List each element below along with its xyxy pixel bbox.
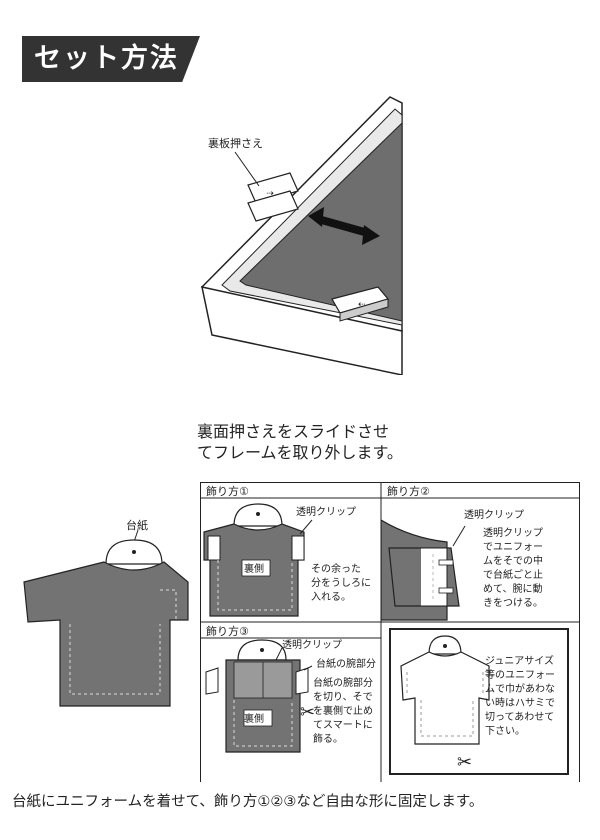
method3-note-1: 台紙の腕部分 [313,678,373,689]
method3-arm-label: 台紙の腕部分 [316,659,376,670]
method3-back-label: 裏側 [244,714,264,725]
method3-back-box [243,709,273,727]
method2-clip-2 [438,587,454,594]
method3-note-3: を裏側で止め [313,706,373,717]
scissors-icon: ✂ [300,702,315,723]
junior-note-4: い時はハサミで [485,698,555,709]
method2-note-5: めて、腕に動 [483,584,543,595]
title-badge [22,36,200,82]
method1-illustration [203,503,313,617]
method2-note-4: で台紙ごと止 [483,570,543,581]
method3-clip-label: 透明クリップ [282,640,342,651]
method2-note-6: きをつける。 [483,598,543,609]
method3-note-2: を切り、そで [313,692,373,703]
method2-clip-label: 透明クリップ [464,510,524,521]
junior-note-6: 下さい。 [485,726,525,737]
junior-size-box [389,628,569,775]
instruction-line-1: 裏面押さえをスライドさせ [197,422,390,441]
board-arm-dashed [160,589,177,620]
back-clip-label: 裏板押さえ [208,137,263,150]
junior-board-illustration: ✂ [400,635,490,772]
junior-board-body [400,651,490,745]
junior-scissors-icon: ✂ [457,752,472,772]
method3-title: 飾り方③ [206,625,249,638]
method3-note-5: 飾る。 [313,734,343,745]
board-label: 台紙 [126,519,148,532]
back-clip-upper-base [247,190,299,222]
slide-arrow-icon [308,207,380,245]
page-title: セット方法 [34,43,179,74]
method2-title: 飾り方② [387,485,430,498]
method2-note-2: でユニフォー [483,542,543,553]
back-clip-lower-base [339,298,389,322]
uniform-shirt [23,561,189,707]
instruction-line-2: てフレームを取り外します。 [197,443,403,462]
method1-title: 飾り方① [206,485,249,498]
method1-note-3: 入れる。 [311,592,351,603]
method3-note-4: てスマートに [313,720,373,731]
junior-note-1: ジュニアサイズ [485,656,554,667]
method3-illustration: ✂ [205,639,315,753]
method2-illustration [381,519,466,621]
method1-note-2: 分をうしろに [311,578,371,589]
arrow-left-icon: ⇠ [358,300,366,310]
method1-clip-label: 透明クリップ [296,507,356,518]
method1-clip-left [207,535,221,561]
back-clip-leader-line [234,151,260,187]
method3-cut-arm-right [295,667,309,695]
method2-clip-1 [438,559,454,566]
method1-note-1: その余った [311,564,361,575]
method2-note-1: 透明クリップ [483,528,543,539]
method1-clip-right [291,535,305,561]
method1-back-box [241,559,271,577]
method3-cut-arm-left [205,667,219,695]
junior-note-3: ムで巾があわな [485,684,555,695]
back-clip-upper [247,172,299,204]
method2-board-arm [421,547,448,607]
method2-note-3: ムをそでの中 [483,556,543,567]
board-uniform-illustration [23,529,189,707]
frame-edge [201,286,403,375]
method1-back-label: 裏側 [244,564,264,575]
junior-note-2: 等のユニフォー [485,670,555,681]
board-dashed-outline [69,624,161,695]
junior-note-5: 切ってあわせて [485,712,555,723]
bottom-caption: 台紙にユニフォームを着せて、飾り方①②③など自由な形に固定します。 [12,794,484,810]
board-hole [132,550,136,554]
arrow-right-icon: ⇢ [266,189,274,199]
frame-diagram: ⇢ ⇠ [200,96,403,375]
